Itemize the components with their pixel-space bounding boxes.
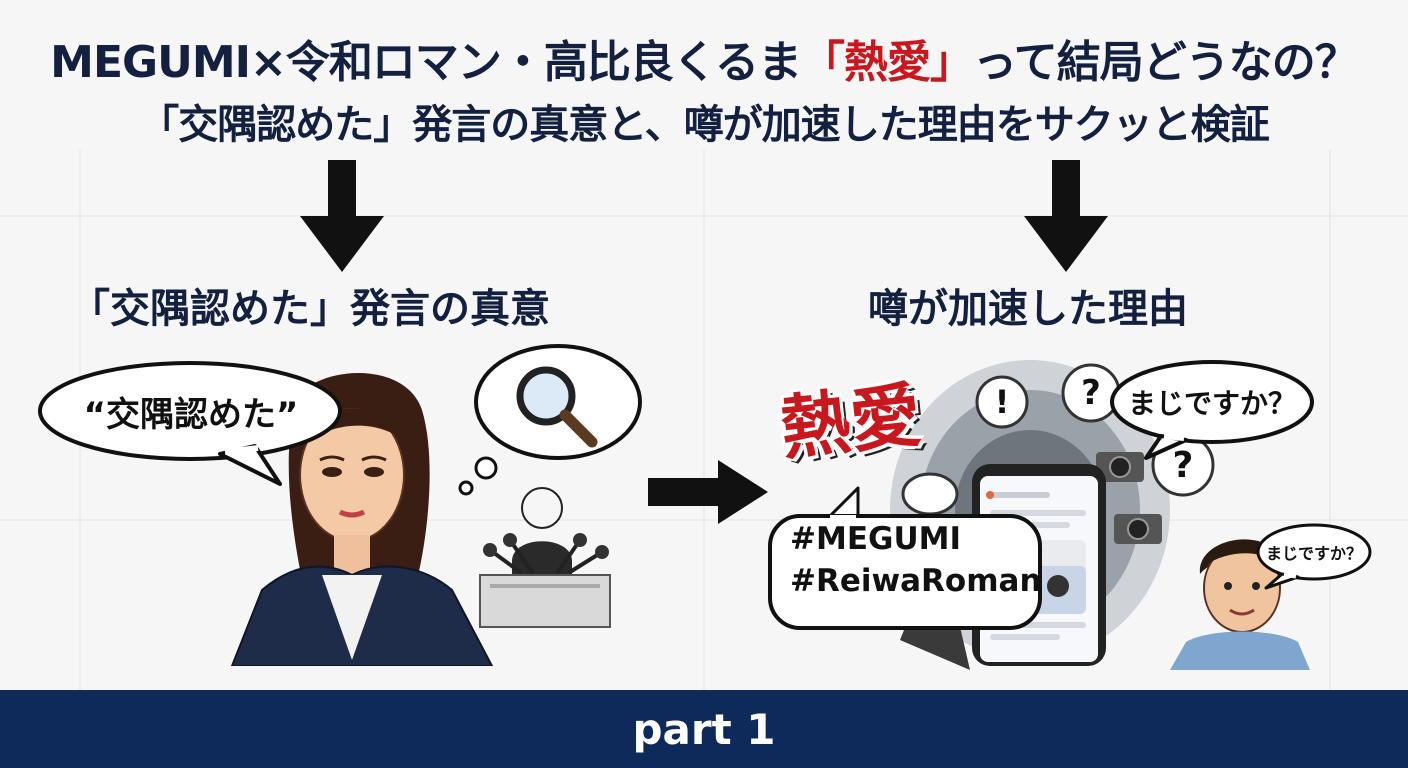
headline-highlight: 「熱愛」 bbox=[801, 37, 974, 88]
question-mark-2: ? bbox=[1172, 444, 1194, 486]
exclamation-bubble-icon bbox=[975, 375, 1029, 429]
press-conference-illustration bbox=[479, 487, 611, 628]
right-arrow-icon bbox=[648, 460, 768, 524]
speech-bubble-right-text: まじですか？ bbox=[1127, 387, 1296, 420]
footer-bar: part 1 bbox=[0, 690, 1408, 768]
netsuai-big-text: 熱愛 bbox=[776, 373, 925, 471]
down-arrow-left-icon bbox=[300, 160, 384, 272]
left-section-heading: 「交隅認めた」発言の真意 bbox=[70, 286, 550, 332]
hashtag-item: #ReiwaRoman bbox=[790, 563, 1042, 599]
speech-bubble-small-text: まじですか？ bbox=[1265, 544, 1362, 563]
speech-bubble-left-text: “交隅認めた” bbox=[83, 394, 299, 435]
camera-icon bbox=[1114, 514, 1162, 544]
part-label: part 1 bbox=[632, 704, 776, 754]
headline-line-1: MEGUMI×令和ロマン・高比良くるま「熱愛」って結局どうなの？ bbox=[0, 26, 1408, 90]
speech-bubble-left bbox=[38, 361, 342, 486]
hashtag-list: #MEGUMI #ReiwaRoman bbox=[790, 518, 1042, 602]
headline-suffix: って結局どうなの？ bbox=[973, 37, 1359, 88]
headline-line-2: 「交隅認めた」発言の真意と、噂が加速した理由をサクッと検証 bbox=[139, 102, 1269, 148]
camera-icon bbox=[1096, 452, 1144, 482]
speech-bubble-small bbox=[1256, 523, 1372, 590]
hashtag-item: #MEGUMI bbox=[790, 521, 961, 557]
question-mark-1: ? bbox=[1081, 373, 1101, 413]
magnifier-icon bbox=[516, 366, 598, 448]
hashtag-bubble bbox=[768, 486, 1042, 630]
right-section-heading: 噂が加速した理由 bbox=[868, 286, 1188, 332]
down-arrow-right-icon bbox=[1024, 160, 1108, 272]
exclamation-mark: ! bbox=[994, 383, 1010, 421]
headline-prefix: MEGUMI×令和ロマン・高比良くるま bbox=[50, 37, 802, 88]
speech-bubble-right bbox=[1110, 360, 1314, 460]
